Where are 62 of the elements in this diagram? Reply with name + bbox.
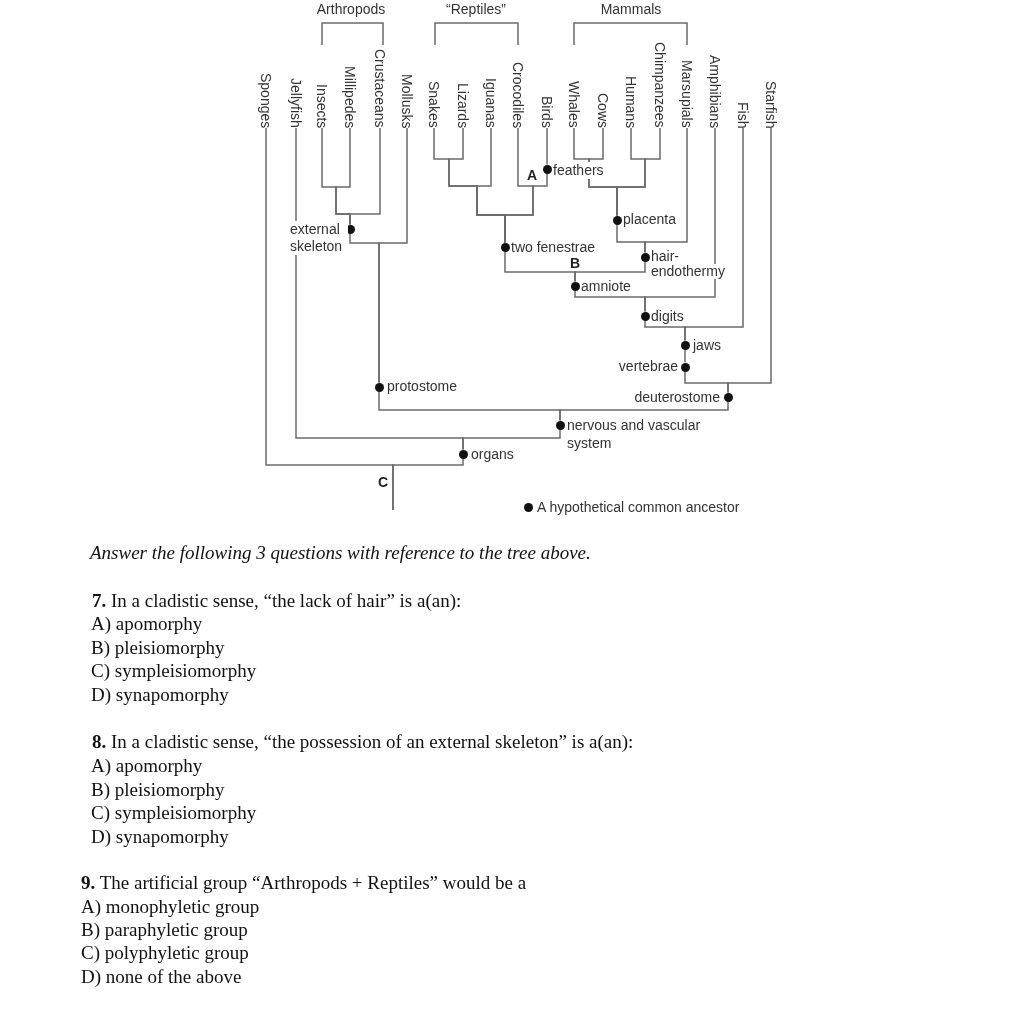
answer-option: B) pleisiomorphy (91, 778, 225, 802)
tree-branch (546, 127, 548, 166)
taxon-label: Millipedes (342, 65, 358, 128)
taxon-label: Jellyfish (288, 78, 304, 128)
clade-letter: B (570, 255, 581, 271)
taxon-label: Fish (735, 101, 751, 128)
answer-option: C) sympleisiomorphy (91, 659, 257, 683)
taxon-label: Insects (314, 83, 330, 128)
taxon-label: Chimpanzees (652, 42, 668, 128)
taxon-label: Mollusks (399, 73, 415, 128)
question-text: 7. In a cladistic sense, “the lack of hair” is a(an): (92, 589, 462, 613)
answer-option: D) synapomorphy (91, 825, 229, 849)
group-label: Mammals (600, 1, 662, 17)
trait-label: digits (651, 308, 684, 325)
taxon-label: Amphibians (707, 54, 723, 128)
answer-option: C) sympleisiomorphy (91, 801, 257, 825)
answer-option: B) pleisiomorphy (91, 636, 225, 660)
answer-option: B) paraphyletic group (81, 918, 248, 942)
tree-branch (392, 457, 464, 511)
answer-option: C) polyphyletic group (81, 941, 249, 965)
trait-label: feathers (553, 162, 604, 179)
taxon-label: Marsupials (679, 60, 695, 128)
trait-label: protostome (387, 378, 458, 395)
question-text: 8. In a cladistic sense, “the possession of an external skeleton” is a(an): (92, 730, 634, 754)
instruction-text: Answer the following 3 questions with reference to the tree above. (90, 541, 591, 565)
taxon-label: Cows (595, 93, 611, 128)
tree-branch (644, 127, 688, 254)
taxon-label: Birds (539, 96, 555, 128)
taxon-label: Sponges (258, 72, 274, 128)
answer-option: D) synapomorphy (91, 683, 229, 707)
trait-label: external skeleton (290, 221, 348, 255)
trait-label: placenta (623, 211, 676, 228)
tree-branch (727, 127, 772, 394)
tree-branch (684, 127, 744, 342)
tree-branch (559, 400, 729, 422)
tree-branch (462, 428, 561, 451)
clade-letter: A (527, 167, 538, 183)
group-label: Arthropods (316, 1, 386, 17)
question-text: 9. The artificial group “Arthropods + Reptiles” would be a (81, 871, 527, 895)
taxon-label: Snakes (426, 81, 442, 128)
group-label: “Reptiles” (446, 1, 506, 17)
answer-option: A) apomorphy (91, 612, 203, 636)
taxon-label: Starfish (763, 80, 779, 128)
taxon-label: Crocodiles (510, 61, 526, 128)
trait-label: jaws (693, 337, 721, 354)
taxon-label: Whales (566, 81, 582, 128)
tree-branch (684, 348, 686, 364)
tree-branch (616, 127, 661, 217)
clade-letter: C (378, 474, 389, 490)
taxon-label: Iguanas (483, 78, 499, 128)
tree-branch (504, 172, 548, 244)
tree-branch (378, 127, 408, 384)
answer-option: A) monophyletic group (81, 895, 260, 919)
legend-text: A hypothetical common ancestor (537, 499, 740, 516)
tree-branch (644, 127, 716, 313)
taxon-label: Lizards (455, 82, 471, 128)
taxon-label: Crustaceans (372, 49, 388, 128)
taxon-label: Humans (623, 75, 639, 128)
answer-option: D) none of the above (81, 965, 242, 989)
tree-branch (574, 260, 646, 283)
tree-branch (349, 127, 381, 226)
answer-option: A) apomorphy (91, 754, 203, 778)
